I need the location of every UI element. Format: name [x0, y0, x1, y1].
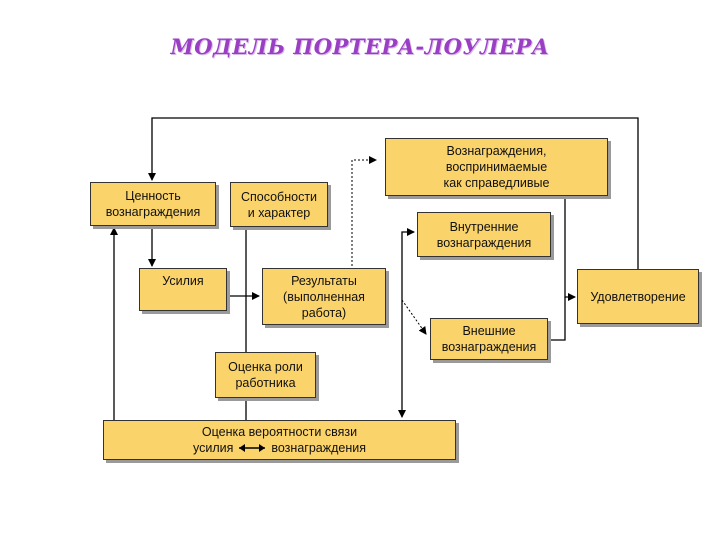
dotted-line-results-to-external — [401, 299, 427, 335]
double-arrow-icon — [239, 444, 266, 452]
box-internal-rewards: Внутренние вознаграждения — [417, 212, 551, 257]
box-reward-value: Ценность вознаграждения — [90, 182, 216, 226]
probability-line-2: усилия вознаграждения — [193, 440, 366, 456]
line-results-to-internal — [401, 228, 415, 296]
box-fair-rewards: Вознаграждения, воспринимаемые как справ… — [385, 138, 608, 196]
line-external-to-satisfaction — [550, 297, 566, 341]
box-role-assessment: Оценка роли работника — [215, 352, 316, 398]
box-results: Результаты (выполненная работа) — [262, 268, 386, 325]
probability-line-1: Оценка вероятности связи — [201, 425, 358, 439]
box-probability-estimate: Оценка вероятности связи усилия вознагра… — [103, 420, 456, 460]
probability-left-label: усилия — [192, 441, 234, 455]
probability-right-label: вознаграждения — [271, 441, 366, 455]
box-effort: Усилия — [139, 268, 227, 311]
feedback-line-top — [148, 117, 639, 297]
line-fair-to-satisfaction — [564, 196, 576, 301]
page-title: МОДЕЛЬ ПОРТЕРА-ЛОУЛЕРА — [170, 34, 550, 59]
box-abilities: Способности и характер — [230, 182, 328, 227]
box-satisfaction: Удовлетворение — [577, 269, 699, 324]
dotted-line-results-to-fair — [351, 156, 377, 270]
box-external-rewards: Внешние вознаграждения — [430, 318, 548, 360]
